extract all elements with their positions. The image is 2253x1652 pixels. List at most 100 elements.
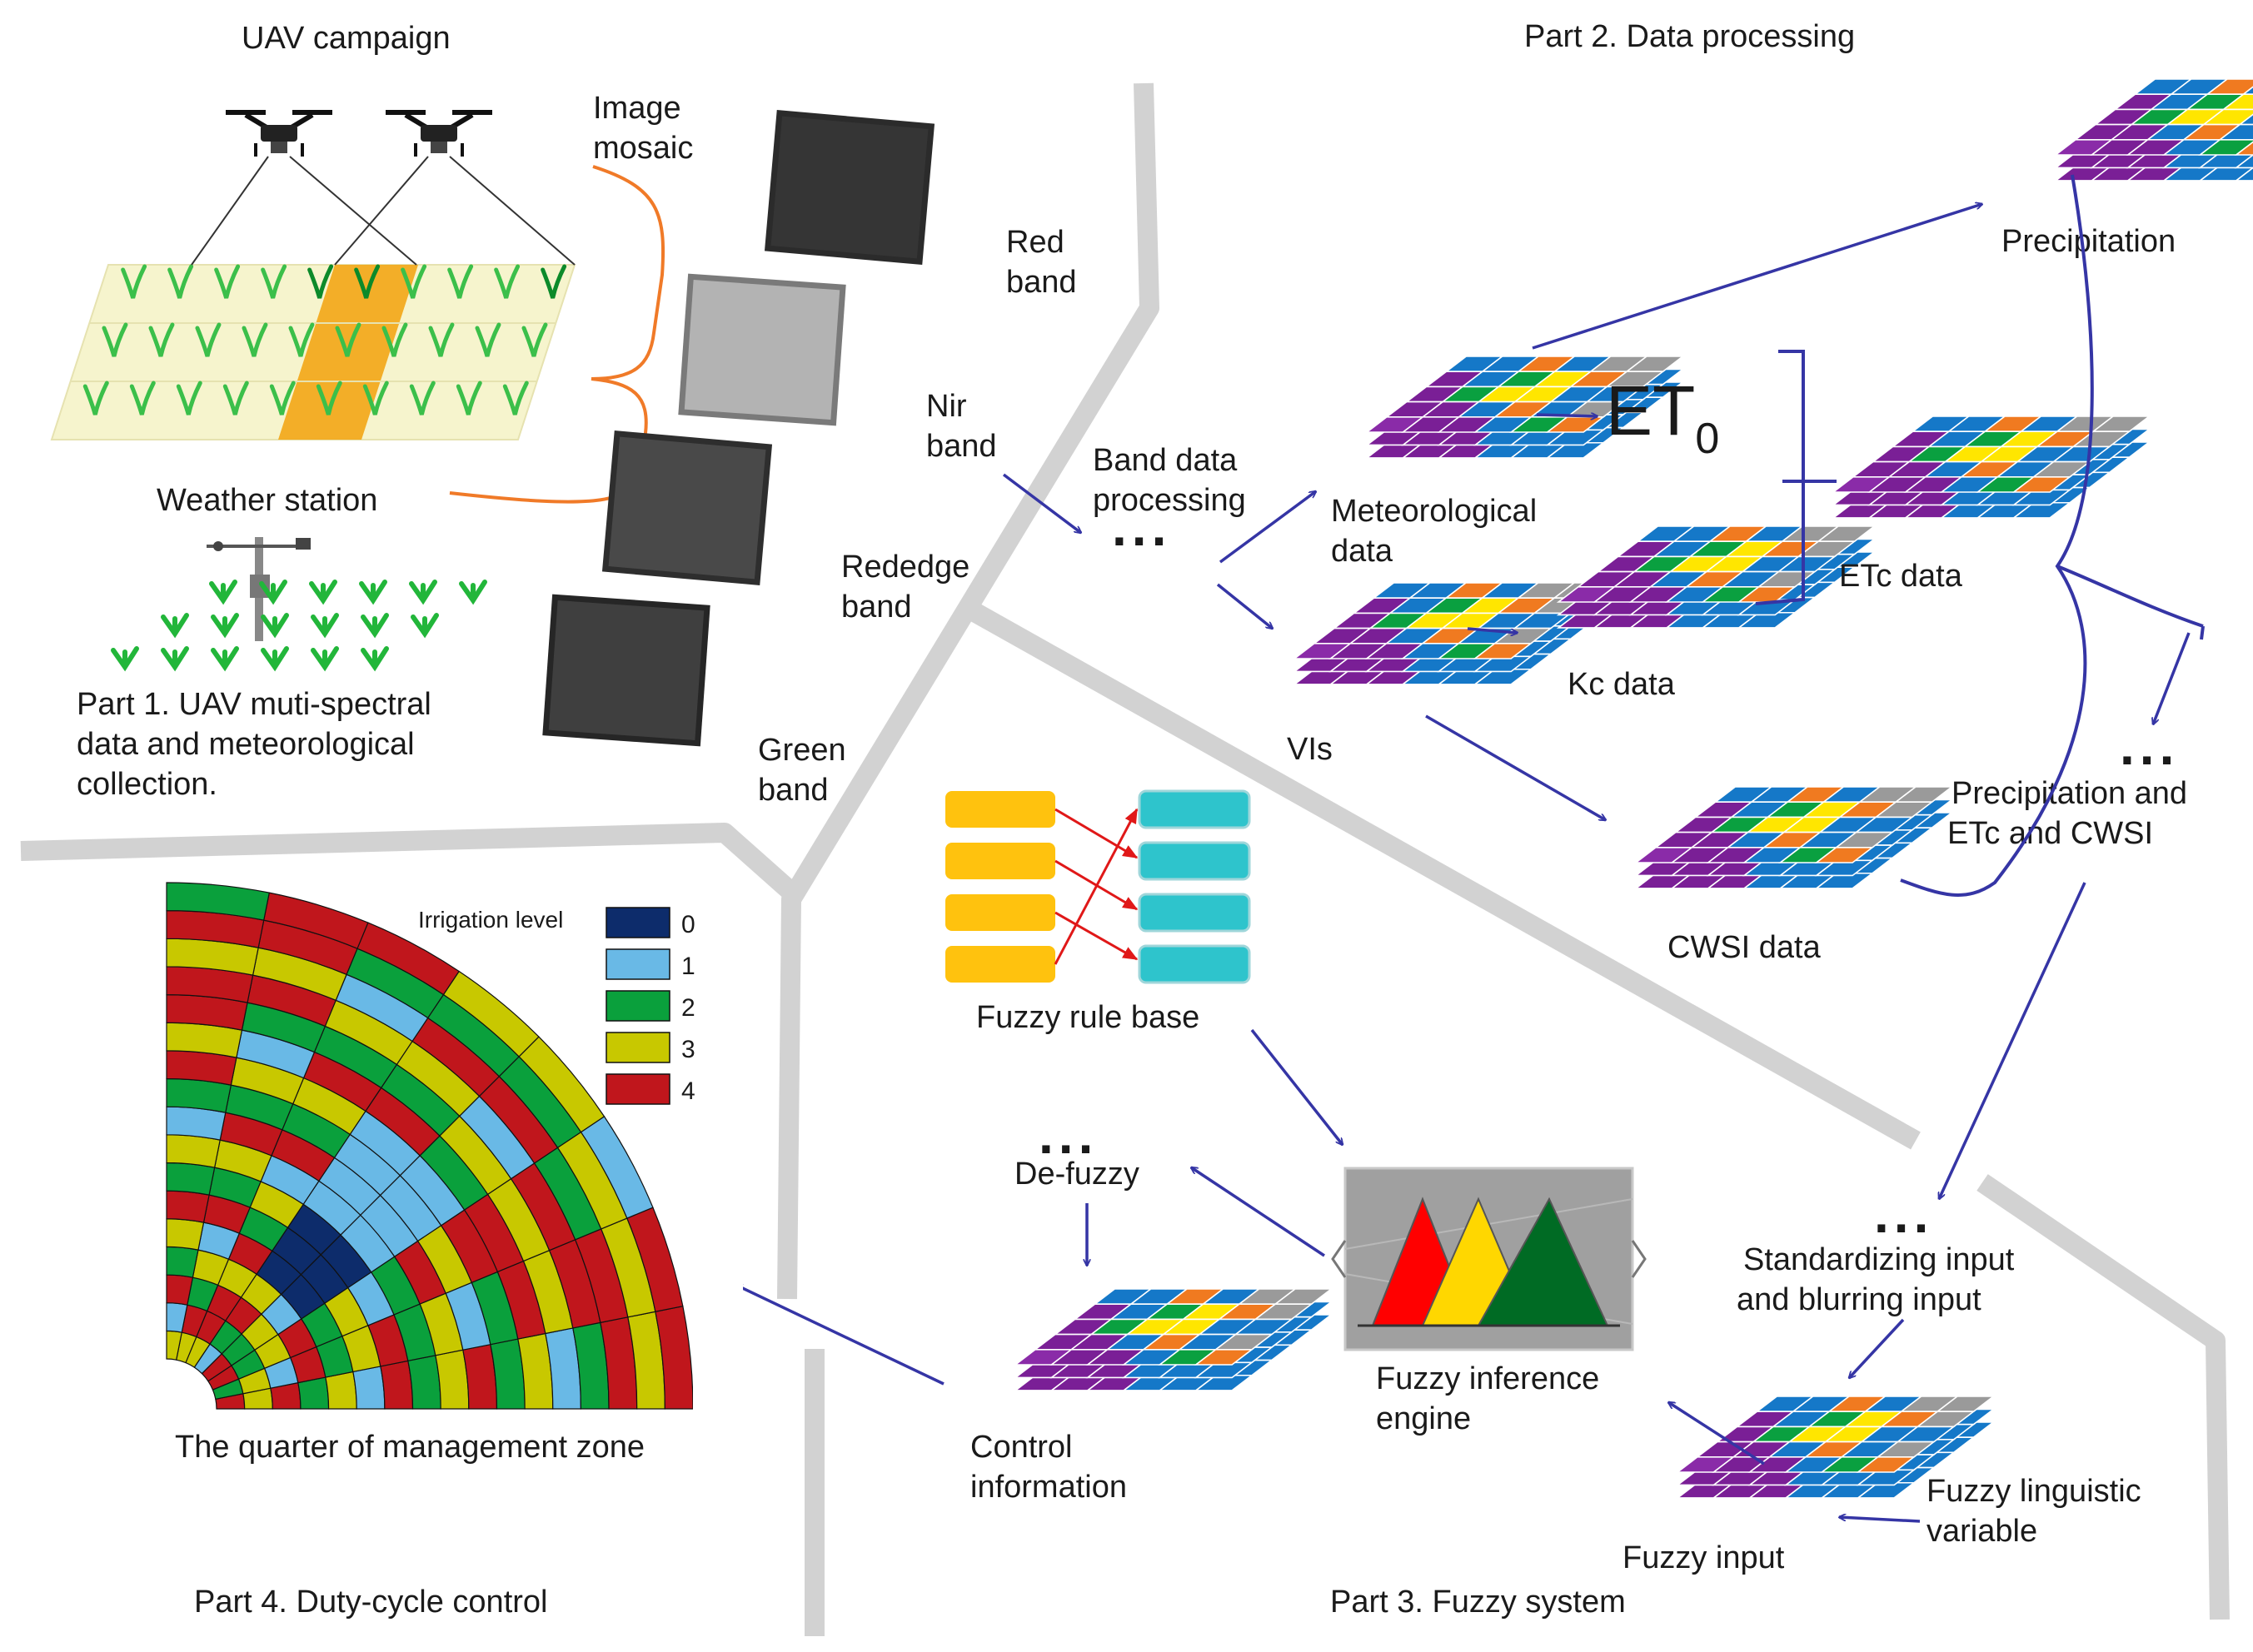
svg-text:band: band <box>926 429 997 464</box>
grid-cell <box>2234 167 2253 182</box>
fuzzy-input-grid <box>1675 1396 1996 1499</box>
crop-plant-icon <box>521 322 548 357</box>
crop-plant-icon <box>447 264 474 299</box>
grid-cell <box>1473 642 1533 659</box>
grid-cell <box>1856 1469 1917 1486</box>
plant-icon <box>161 646 189 672</box>
legend-swatch <box>606 1032 670 1063</box>
precip-etc-cwsi-label-1: Precipitation and <box>1951 776 2187 811</box>
etc-data-grid <box>1831 415 2151 519</box>
grid-cell <box>2237 113 2253 126</box>
svg-text:band: band <box>841 590 912 624</box>
crop-plant-icon <box>176 381 202 415</box>
crop-plant-icon <box>288 322 315 357</box>
grid-cell <box>2011 501 2072 519</box>
zone-cell <box>166 882 271 921</box>
crop-plant-icon <box>428 322 455 357</box>
legend-label: 1 <box>681 953 695 980</box>
grid-cell <box>1814 872 1875 889</box>
svg-text:Image: Image <box>593 91 681 126</box>
fuzzy-inference-engine-label-1: Fuzzy inference <box>1376 1361 1599 1396</box>
ellipsis-standardizing: ... <box>1874 1184 1933 1244</box>
etc-data-label: ETc data <box>1839 559 1963 594</box>
plant-icon <box>261 646 289 672</box>
crop-plant-icon <box>456 381 482 415</box>
crop-plant-icon <box>494 264 521 299</box>
crop-plant-icon <box>354 264 381 299</box>
cwsi-data-label: CWSI data <box>1667 930 1822 965</box>
kc-data-label: Kc data <box>1568 667 1676 702</box>
precipitation-label: Precipitation <box>2001 224 2176 259</box>
nir-band-label: Nir band <box>926 389 997 464</box>
zone-cell <box>166 1190 210 1223</box>
divider-part1-part2 <box>777 82 1159 1300</box>
plant-icon <box>209 580 237 605</box>
crop-plant-icon <box>261 264 287 299</box>
svg-text:collection.: collection. <box>77 767 217 802</box>
svg-text:mosaic: mosaic <box>593 131 693 166</box>
plant-icon <box>111 646 139 672</box>
grid-cell <box>2234 141 2253 156</box>
standardizing-input-label-2: and blurring input <box>1737 1282 1981 1317</box>
legend-swatch <box>606 1073 670 1105</box>
standardizing-input-label-1: Standardizing input <box>1743 1242 2015 1277</box>
band-images <box>542 110 935 747</box>
fuzzy-inference-engine <box>1331 1167 1647 1351</box>
svg-text:Band data: Band data <box>1093 443 1238 478</box>
precip-etc-cwsi-label-2: ETc and CWSI <box>1947 816 2153 851</box>
grid-cell <box>1814 846 1875 863</box>
crop-plant-icon <box>148 322 175 357</box>
flow-arrows <box>1002 204 2191 1199</box>
crop-plant-icon <box>401 264 427 299</box>
red-band-image <box>764 110 935 265</box>
crop-plant-icon <box>222 381 249 415</box>
kc-data-grid <box>1556 525 1877 629</box>
fuzzy-input-label: Fuzzy input <box>1622 1540 1785 1575</box>
grid-cell <box>1856 1456 1917 1473</box>
control-information-label-1: Control <box>970 1430 1073 1465</box>
zone-cell <box>325 1371 357 1410</box>
part1-uav-campaign: UAV campaign <box>50 21 693 802</box>
crop-plant-icon <box>214 264 241 299</box>
plant-icon <box>311 646 339 672</box>
crop-plant-icon <box>102 322 128 357</box>
grid-cell <box>2241 86 2253 95</box>
grid-cell <box>1194 1349 1254 1366</box>
part3-title: Part 3. Fuzzy system <box>1330 1585 1626 1620</box>
section-dividers <box>20 82 2230 1636</box>
precipitation-grid <box>2053 78 2253 182</box>
green-band-label: Green band <box>758 733 846 808</box>
grid-cell <box>1856 1481 1917 1499</box>
drone-icon <box>226 110 332 157</box>
crop-plant-icon <box>307 264 334 299</box>
plant-icon <box>309 580 337 605</box>
rule-inputs <box>945 791 1055 983</box>
weather-station-label: Weather station <box>157 483 377 518</box>
crop-plant-icon <box>269 381 296 415</box>
plant-icon <box>259 580 287 605</box>
rule-outputs <box>1138 789 1251 984</box>
plant-icon <box>211 613 239 639</box>
zone-cell <box>352 1366 386 1410</box>
crop-plant-icon <box>381 322 408 357</box>
grid-cell <box>1737 611 1797 629</box>
fuzzy-rule-base-label: Fuzzy rule base <box>976 1000 1199 1035</box>
legend-label: 0 <box>681 911 695 938</box>
legend-label: 2 <box>681 994 695 1022</box>
svg-text:data and meteorological: data and meteorological <box>77 727 415 762</box>
legend-label: 3 <box>681 1036 695 1063</box>
etc-bracket <box>1755 350 1837 605</box>
green-band-image <box>542 594 710 747</box>
divider-part1-part4 <box>20 823 806 907</box>
red-band-label: Red band <box>1006 225 1077 300</box>
grid-cell <box>1814 859 1875 877</box>
control-information-grid <box>1013 1288 1333 1391</box>
plant-icon <box>359 580 387 605</box>
grid-cell <box>1194 1374 1254 1391</box>
rededge-band-label: Rededge band <box>841 550 969 624</box>
rule-arrows <box>1054 808 1139 965</box>
crop-plant-icon <box>121 264 147 299</box>
plant-icon <box>411 613 439 639</box>
